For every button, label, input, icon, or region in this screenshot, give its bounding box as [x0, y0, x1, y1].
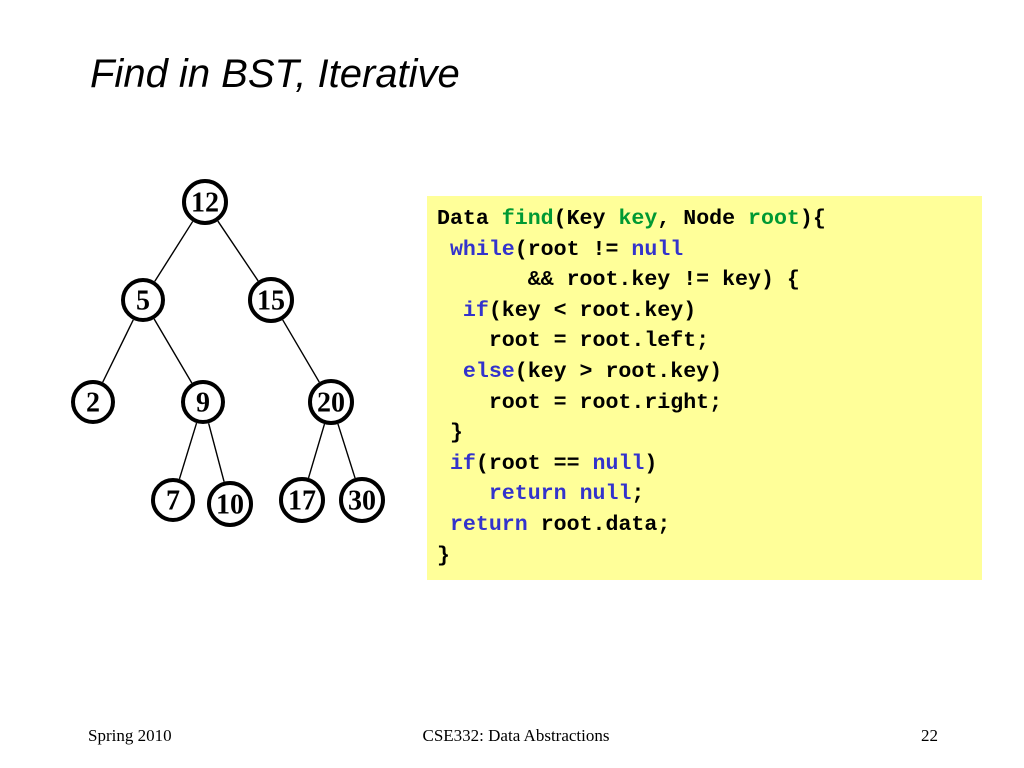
- code-text: && root.key != key) {: [437, 268, 800, 293]
- tree-edge: [102, 319, 134, 383]
- tree-node-label: 2: [86, 388, 100, 419]
- tree-node-circle: [181, 380, 225, 424]
- tree-edge: [307, 423, 326, 479]
- code-line: root = root.left;: [437, 326, 982, 357]
- tree-edge: [217, 220, 259, 282]
- code-text: ){: [799, 207, 826, 231]
- tree-node-label: 9: [196, 388, 210, 419]
- tree-node-circle: [308, 379, 354, 425]
- tree-edges: [102, 220, 356, 482]
- code-text: ): [644, 451, 658, 476]
- code-text: (key < root.key): [488, 298, 697, 323]
- code-text: [437, 238, 450, 262]
- tree-node-circle: [151, 478, 195, 522]
- code-keyword: null: [631, 237, 684, 262]
- tree-node-label: 20: [317, 388, 345, 419]
- code-text: [567, 482, 580, 506]
- tree-edge: [282, 319, 320, 383]
- tree-node: 17: [279, 477, 325, 523]
- tree-node: 10: [207, 481, 253, 527]
- tree-node-label: 17: [288, 486, 316, 517]
- code-line: Data find(Key key, Node root){: [437, 204, 982, 235]
- tree-node-label: 30: [348, 486, 376, 517]
- code-text: root = root.left;: [437, 329, 710, 354]
- slide-title: Find in BST, Iterative: [90, 52, 460, 96]
- tree-node-circle: [71, 380, 115, 424]
- tree-node: 15: [248, 277, 294, 323]
- tree-edge: [153, 318, 193, 384]
- tree-node-label: 12: [191, 188, 219, 219]
- code-text: ;: [631, 482, 645, 507]
- slide-number: 22: [921, 726, 938, 745]
- code-text: root.data;: [527, 512, 671, 537]
- code-line: root = root.right;: [437, 388, 982, 419]
- tree-edge: [207, 423, 225, 482]
- code-text: Data: [437, 207, 502, 231]
- tree-node-label: 5: [136, 286, 150, 317]
- code-text: }: [437, 543, 450, 568]
- code-keyword: null: [592, 451, 645, 476]
- code-keyword: while: [449, 237, 515, 262]
- tree-node-label: 15: [257, 286, 285, 317]
- tree-node-circle: [182, 179, 228, 225]
- footer-date: Spring 2010: [88, 726, 172, 745]
- code-identifier: key: [618, 207, 658, 231]
- code-keyword: null: [579, 482, 632, 507]
- tree-node: 30: [339, 477, 385, 523]
- tree-edge: [154, 221, 194, 282]
- code-block: Data find(Key key, Node root){ while(roo…: [427, 196, 982, 580]
- code-keyword: return: [488, 482, 567, 507]
- code-line: }: [437, 541, 982, 572]
- tree-node: 2: [71, 380, 115, 424]
- code-text: root = root.right;: [437, 390, 723, 415]
- tree-node: 12: [182, 179, 228, 225]
- code-text: [437, 513, 450, 537]
- code-text: [437, 360, 463, 384]
- footer-course: CSE332: Data Abstractions: [422, 726, 610, 745]
- code-text: [437, 299, 463, 323]
- tree-node-circle: [121, 278, 165, 322]
- code-text: [437, 482, 489, 506]
- code-text: (root ==: [475, 451, 593, 476]
- tree-node-circle: [339, 477, 385, 523]
- code-line: if(root == null): [437, 449, 982, 480]
- code-line: return null;: [437, 479, 982, 510]
- tree-node-circle: [248, 277, 294, 323]
- code-keyword: if: [462, 298, 489, 323]
- code-text: (key > root.key): [514, 359, 723, 384]
- tree-node-label: 7: [166, 486, 180, 517]
- tree-node-label: 10: [216, 490, 244, 521]
- code-text: }: [437, 421, 463, 446]
- tree-node: 20: [308, 379, 354, 425]
- code-text: , Node: [657, 207, 749, 231]
- code-line: && root.key != key) {: [437, 265, 982, 296]
- tree-edge: [178, 422, 198, 480]
- tree-node: 5: [121, 278, 165, 322]
- code-text: (Key: [553, 207, 619, 231]
- code-line: else(key > root.key): [437, 357, 982, 388]
- tree-edge: [337, 423, 356, 479]
- code-line: return root.data;: [437, 510, 982, 541]
- tree-node: 7: [151, 478, 195, 522]
- code-line: }: [437, 418, 982, 449]
- code-keyword: else: [462, 359, 515, 384]
- code-identifier: root: [748, 207, 800, 231]
- code-text: [437, 452, 450, 476]
- code-keyword: if: [449, 451, 476, 476]
- tree-node-circle: [207, 481, 253, 527]
- code-line: if(key < root.key): [437, 296, 982, 327]
- code-keyword: return: [449, 512, 528, 537]
- tree-nodes: 12 5 15 2 9 20 7 10 17 30: [71, 179, 385, 527]
- code-identifier: find: [501, 207, 554, 231]
- code-text: (root !=: [514, 237, 632, 262]
- tree-node: 9: [181, 380, 225, 424]
- code-line: while(root != null: [437, 235, 982, 266]
- tree-node-circle: [279, 477, 325, 523]
